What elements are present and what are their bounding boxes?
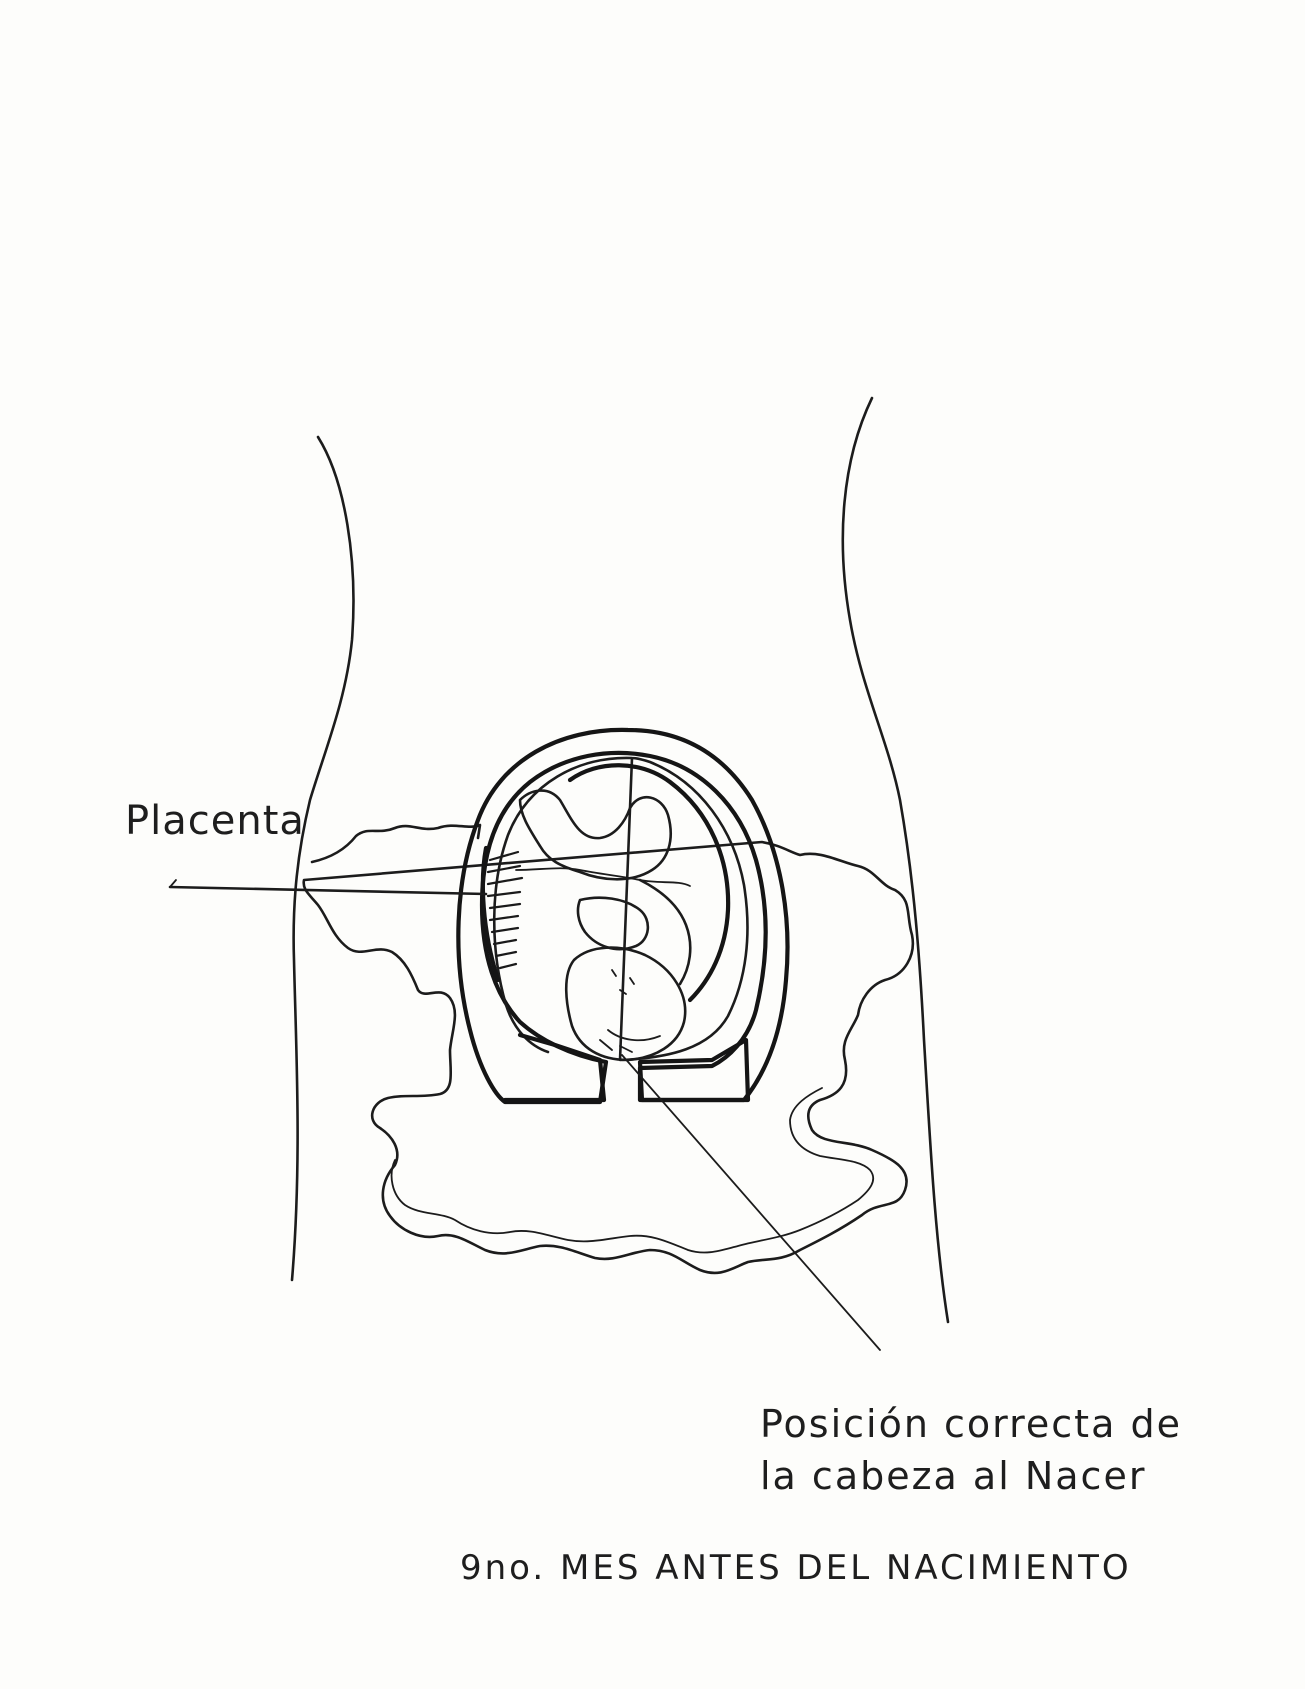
placenta-label: Placenta <box>125 798 305 844</box>
fetus-face-detail <box>600 970 660 1052</box>
placenta-leader-line <box>170 887 486 894</box>
head-position-label-line1: Posición correcta de <box>760 1398 1182 1450</box>
diagram-caption: 9no. MES ANTES DEL NACIMIENTO <box>460 1548 1132 1588</box>
uterus-inner-wall <box>494 758 747 1060</box>
cervix-right-lip <box>640 1040 748 1100</box>
fetus-leg <box>520 791 671 880</box>
head-position-leader-line <box>622 1055 880 1350</box>
cervix-left-lip <box>505 1035 604 1100</box>
pelvis-inner-outline <box>392 1088 874 1253</box>
head-position-label: Posición correcta de la cabeza al Nacer <box>760 1398 1182 1502</box>
fetus-head <box>566 948 685 1060</box>
fetus-arm <box>578 898 648 949</box>
torso-right-outline <box>843 398 948 1322</box>
head-position-label-line2: la cabeza al Nacer <box>760 1450 1182 1502</box>
fetus <box>520 765 728 1060</box>
